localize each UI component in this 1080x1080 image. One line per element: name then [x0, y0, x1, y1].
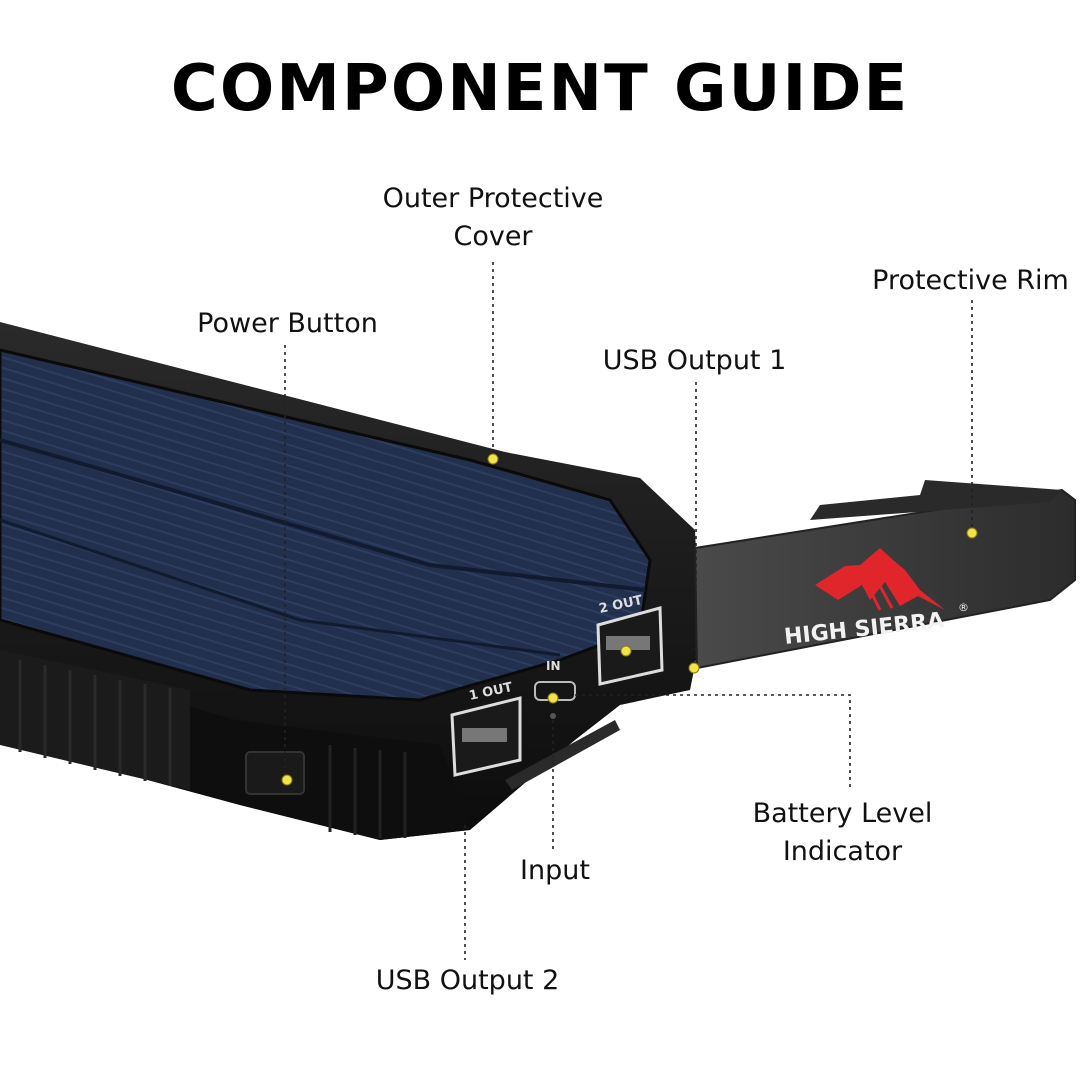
solar-panel: [0, 348, 652, 702]
dot-power-button: [281, 774, 293, 786]
page-title: COMPONENT GUIDE: [170, 52, 910, 126]
brand-logo-mountain-icon: [815, 548, 945, 610]
power-button-recess: [245, 751, 305, 795]
flashlight-slot: [505, 720, 620, 790]
leader-battery-level: [575, 694, 851, 790]
label-protective-rim: Protective Rim: [872, 265, 1069, 296]
label-battery-level-indicator: Battery Level Indicator: [752, 798, 933, 867]
input-port-label: IN: [546, 659, 561, 673]
label-usb-output-2: USB Output 2: [375, 965, 560, 996]
label-power-button: Power Button: [197, 308, 378, 339]
registered-mark: ®: [958, 601, 969, 614]
dot-input: [547, 692, 559, 704]
dot-rim-hinge: [688, 662, 700, 674]
label-outer-protective-cover: Outer Protective Cover: [382, 183, 604, 252]
usb-port-1: [596, 606, 664, 686]
usb-port-2: [450, 696, 522, 777]
battery-level-led: [550, 713, 556, 719]
label-input: Input: [520, 855, 590, 886]
dot-usb-output-1: [620, 645, 632, 657]
dot-outer-cover: [487, 453, 499, 465]
dot-protective-rim: [966, 527, 978, 539]
label-usb-output-1: USB Output 1: [602, 345, 787, 376]
